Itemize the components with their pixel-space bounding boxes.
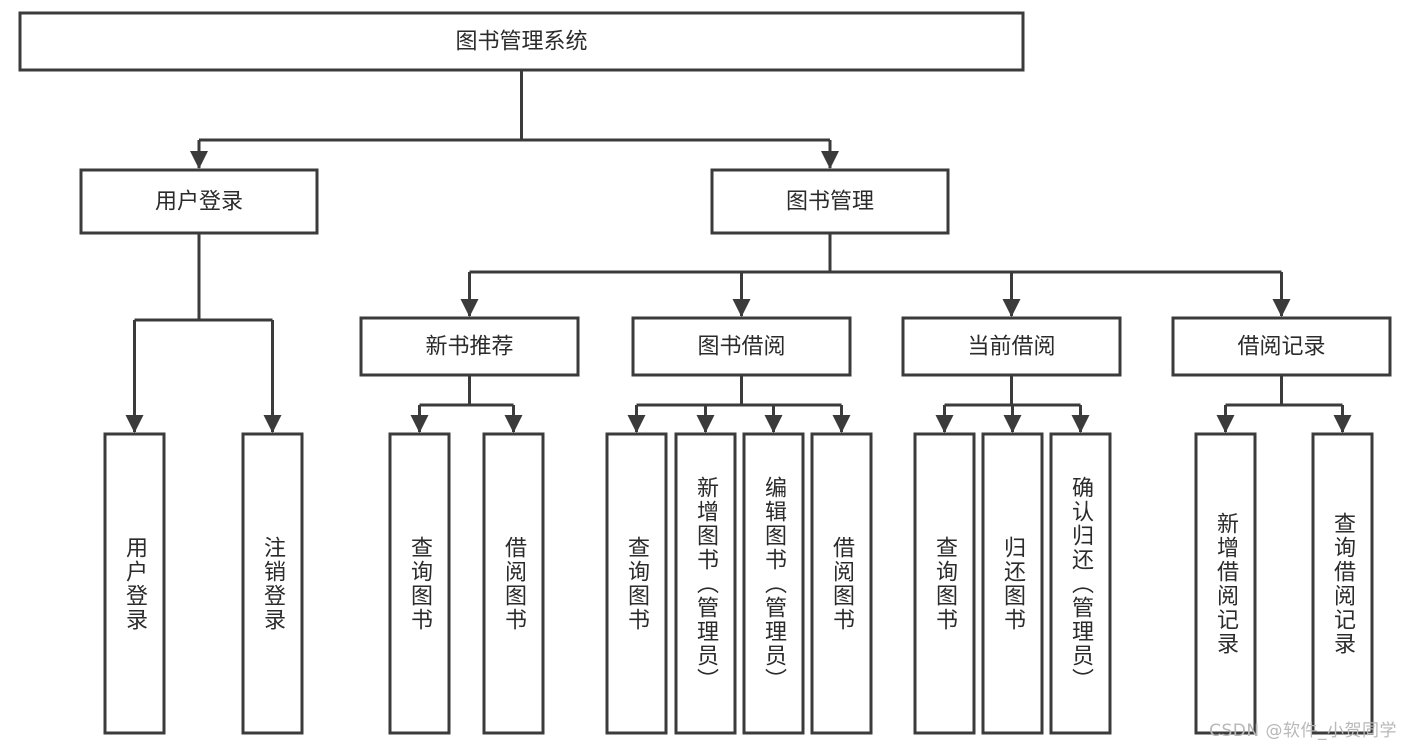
node-label-current-borrow: 当前借阅 xyxy=(967,335,1055,360)
node-box-borrow-add-book[interactable] xyxy=(674,432,737,735)
node-label-root: 图书管理系统 xyxy=(455,30,587,55)
node-box-current-confirm-return[interactable] xyxy=(1049,432,1112,735)
node-box-user-login-do[interactable] xyxy=(103,432,166,735)
node-box-current-query-book[interactable] xyxy=(913,432,976,735)
node-label-book-management: 图书管理 xyxy=(786,190,874,215)
arrow-head-icon xyxy=(1002,299,1021,317)
node-box-borrow-records[interactable] xyxy=(1171,316,1392,377)
arrow-head-icon xyxy=(1272,299,1291,317)
arrow-head-icon xyxy=(821,151,839,169)
node-box-borrow-borrow-book[interactable] xyxy=(810,432,873,735)
node-label-user-login: 用户登录 xyxy=(155,190,243,215)
node-box-recommend-query-book[interactable] xyxy=(388,432,451,735)
arrow-head-icon xyxy=(696,415,715,433)
arrow-head-icon xyxy=(935,415,954,433)
arrow-head-icon xyxy=(1003,415,1022,433)
node-box-user-login[interactable] xyxy=(79,168,319,235)
node-box-book-borrow[interactable] xyxy=(631,316,852,377)
node-label-new-book-recommend: 新书推荐 xyxy=(425,335,513,360)
arrow-head-icon xyxy=(1216,415,1235,433)
node-box-layer xyxy=(18,11,1392,735)
arrow-head-icon xyxy=(627,415,646,433)
node-box-current-return-book[interactable] xyxy=(981,432,1044,735)
arrow-head-icon xyxy=(832,415,851,433)
arrow-head-icon xyxy=(460,299,479,317)
arrow-head-icon xyxy=(764,415,783,433)
arrow-head-icon xyxy=(125,415,144,433)
node-label-book-borrow: 图书借阅 xyxy=(697,335,785,360)
node-box-recommend-borrow-book[interactable] xyxy=(482,432,545,735)
node-box-new-book-recommend[interactable] xyxy=(359,316,580,377)
arrow-head-icon xyxy=(504,415,523,433)
arrow-head-icon xyxy=(263,415,282,433)
node-label-borrow-records: 借阅记录 xyxy=(1237,335,1325,360)
arrow-head-icon xyxy=(1333,415,1352,433)
node-box-record-query[interactable] xyxy=(1311,432,1374,735)
arrow-head-icon xyxy=(190,151,208,169)
node-box-current-borrow[interactable] xyxy=(901,316,1122,377)
node-box-record-add[interactable] xyxy=(1194,432,1257,735)
arrow-head-icon xyxy=(732,299,751,317)
csdn-watermark: CSDN @软件_小贺同学 xyxy=(1209,721,1397,741)
node-box-root[interactable] xyxy=(18,11,1025,72)
node-box-user-logout[interactable] xyxy=(241,432,304,735)
node-box-borrow-edit-book[interactable] xyxy=(742,432,805,735)
connector-layer xyxy=(125,70,1352,433)
arrow-head-icon xyxy=(410,415,429,433)
node-box-book-management[interactable] xyxy=(710,168,950,235)
arrow-head-icon xyxy=(1071,415,1090,433)
node-box-borrow-query-book[interactable] xyxy=(605,432,668,735)
